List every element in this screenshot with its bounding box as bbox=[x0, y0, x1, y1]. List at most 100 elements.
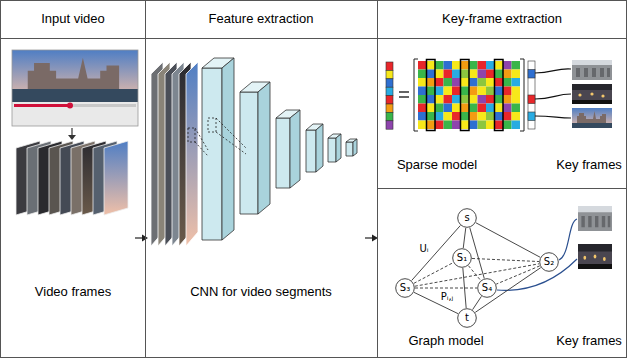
selection-link bbox=[559, 219, 577, 260]
flow-arrow bbox=[135, 235, 378, 242]
node-circle bbox=[540, 253, 559, 272]
node-circle bbox=[396, 279, 415, 298]
node-circle bbox=[458, 309, 477, 328]
column-heading: Key-frame extraction bbox=[442, 12, 562, 27]
node-label: t bbox=[465, 313, 469, 323]
sparse-vector bbox=[386, 79, 393, 87]
node-circle bbox=[478, 279, 497, 298]
dictionary-matrix bbox=[427, 60, 436, 131]
video-player bbox=[12, 50, 138, 102]
cnn-layers bbox=[240, 92, 258, 214]
key-frame-thumbnail bbox=[572, 84, 612, 104]
dictionary-matrix bbox=[495, 60, 504, 131]
panel-cell: Sparse modelKey frames bbox=[377, 38, 627, 189]
receptive-field bbox=[188, 128, 195, 142]
graph-node: S₄ bbox=[477, 278, 497, 298]
key-frame-thumbnail bbox=[572, 60, 612, 80]
terminal-edge bbox=[470, 228, 485, 279]
cnn-input-slices bbox=[186, 62, 198, 246]
header-cell: Input video bbox=[0, 0, 146, 39]
node-circle bbox=[458, 209, 477, 228]
cnn-layers bbox=[290, 110, 300, 188]
node-label: S₃ bbox=[400, 283, 410, 293]
dictionary-matrix bbox=[414, 59, 418, 131]
key-frame-thumbnail bbox=[572, 108, 612, 128]
panel-cell: Video frames bbox=[0, 38, 146, 358]
down-arrow bbox=[68, 135, 76, 140]
cnn-layers bbox=[336, 134, 341, 162]
selection-link bbox=[497, 219, 577, 290]
key-frame-thumbnail bbox=[578, 244, 612, 269]
equals-sign bbox=[399, 96, 409, 97]
panel-cell: CNN for video segments bbox=[145, 38, 378, 358]
down-arrow bbox=[68, 128, 76, 140]
header-cell: Feature extraction bbox=[145, 0, 378, 39]
cnn-layers bbox=[328, 138, 336, 162]
terminal-edge bbox=[463, 228, 466, 248]
receptive-field bbox=[195, 142, 208, 156]
flow-arrow bbox=[135, 237, 143, 238]
selection-vector bbox=[528, 61, 535, 129]
graph-node: S₂ bbox=[539, 252, 559, 272]
terminal-edge bbox=[473, 296, 482, 309]
cnn-layers bbox=[222, 58, 234, 240]
terminal-edge bbox=[414, 292, 458, 313]
pairwise-edge bbox=[415, 288, 477, 289]
selection-vector bbox=[528, 61, 535, 129]
panel-cell: Graph model Key frames sS₁ S₂ S₃ S₄ t bbox=[377, 188, 627, 358]
panel-caption: Key frames bbox=[556, 334, 622, 349]
header-cell: Key-frame extraction bbox=[377, 0, 627, 39]
node-label: S₄ bbox=[482, 283, 492, 293]
selection-link bbox=[535, 116, 571, 118]
cnn-layers bbox=[202, 68, 222, 240]
cnn-layers bbox=[306, 130, 316, 172]
dictionary-matrix bbox=[461, 60, 470, 131]
key-frame-thumbnail bbox=[578, 206, 612, 231]
flow-arrow bbox=[365, 237, 373, 238]
panel-caption: CNN for video segments bbox=[190, 285, 332, 300]
frame-stack bbox=[16, 141, 128, 215]
node-label: S₂ bbox=[544, 257, 554, 267]
graph-node: s bbox=[457, 208, 477, 228]
cnn-layers bbox=[346, 142, 353, 156]
edge-weight-label: Pᵢ,ⱼ bbox=[440, 291, 455, 302]
selection-vector bbox=[528, 112, 535, 121]
down-arrow bbox=[71, 128, 72, 136]
sparse-vector bbox=[386, 121, 393, 129]
equals-sign bbox=[399, 92, 409, 97]
node-circle bbox=[453, 249, 472, 268]
sparse-vector bbox=[386, 70, 393, 78]
equals-sign bbox=[399, 91, 409, 92]
pairwise-edge bbox=[468, 266, 480, 281]
panel-caption: Graph model bbox=[408, 334, 483, 349]
panel-caption: Sparse model bbox=[397, 158, 477, 173]
video-player bbox=[12, 50, 138, 126]
selection-link bbox=[497, 259, 577, 290]
receptive-field bbox=[216, 132, 246, 154]
graph-node: S₃ bbox=[395, 278, 415, 298]
video-player bbox=[12, 102, 138, 126]
pairwise-edge bbox=[415, 264, 539, 286]
selection-vector bbox=[528, 95, 535, 104]
receptive-field bbox=[195, 128, 208, 150]
sparse-vector bbox=[386, 62, 393, 129]
cnn-layers bbox=[202, 58, 357, 240]
graph-node: S₁ bbox=[452, 248, 472, 268]
terminal-edge bbox=[475, 268, 540, 313]
cnn-input-slices bbox=[151, 62, 198, 246]
selection-vector bbox=[528, 70, 535, 79]
selection-link bbox=[535, 69, 571, 73]
selection-link bbox=[535, 69, 571, 118]
dictionary-matrix bbox=[414, 59, 524, 131]
sparse-vector bbox=[386, 112, 393, 120]
receptive-field bbox=[188, 118, 246, 156]
cnn-layers bbox=[276, 118, 290, 188]
video-player bbox=[14, 104, 70, 107]
key-frame-thumbnail bbox=[578, 206, 612, 269]
selection-link bbox=[535, 94, 571, 99]
column-heading: Input video bbox=[41, 12, 105, 27]
